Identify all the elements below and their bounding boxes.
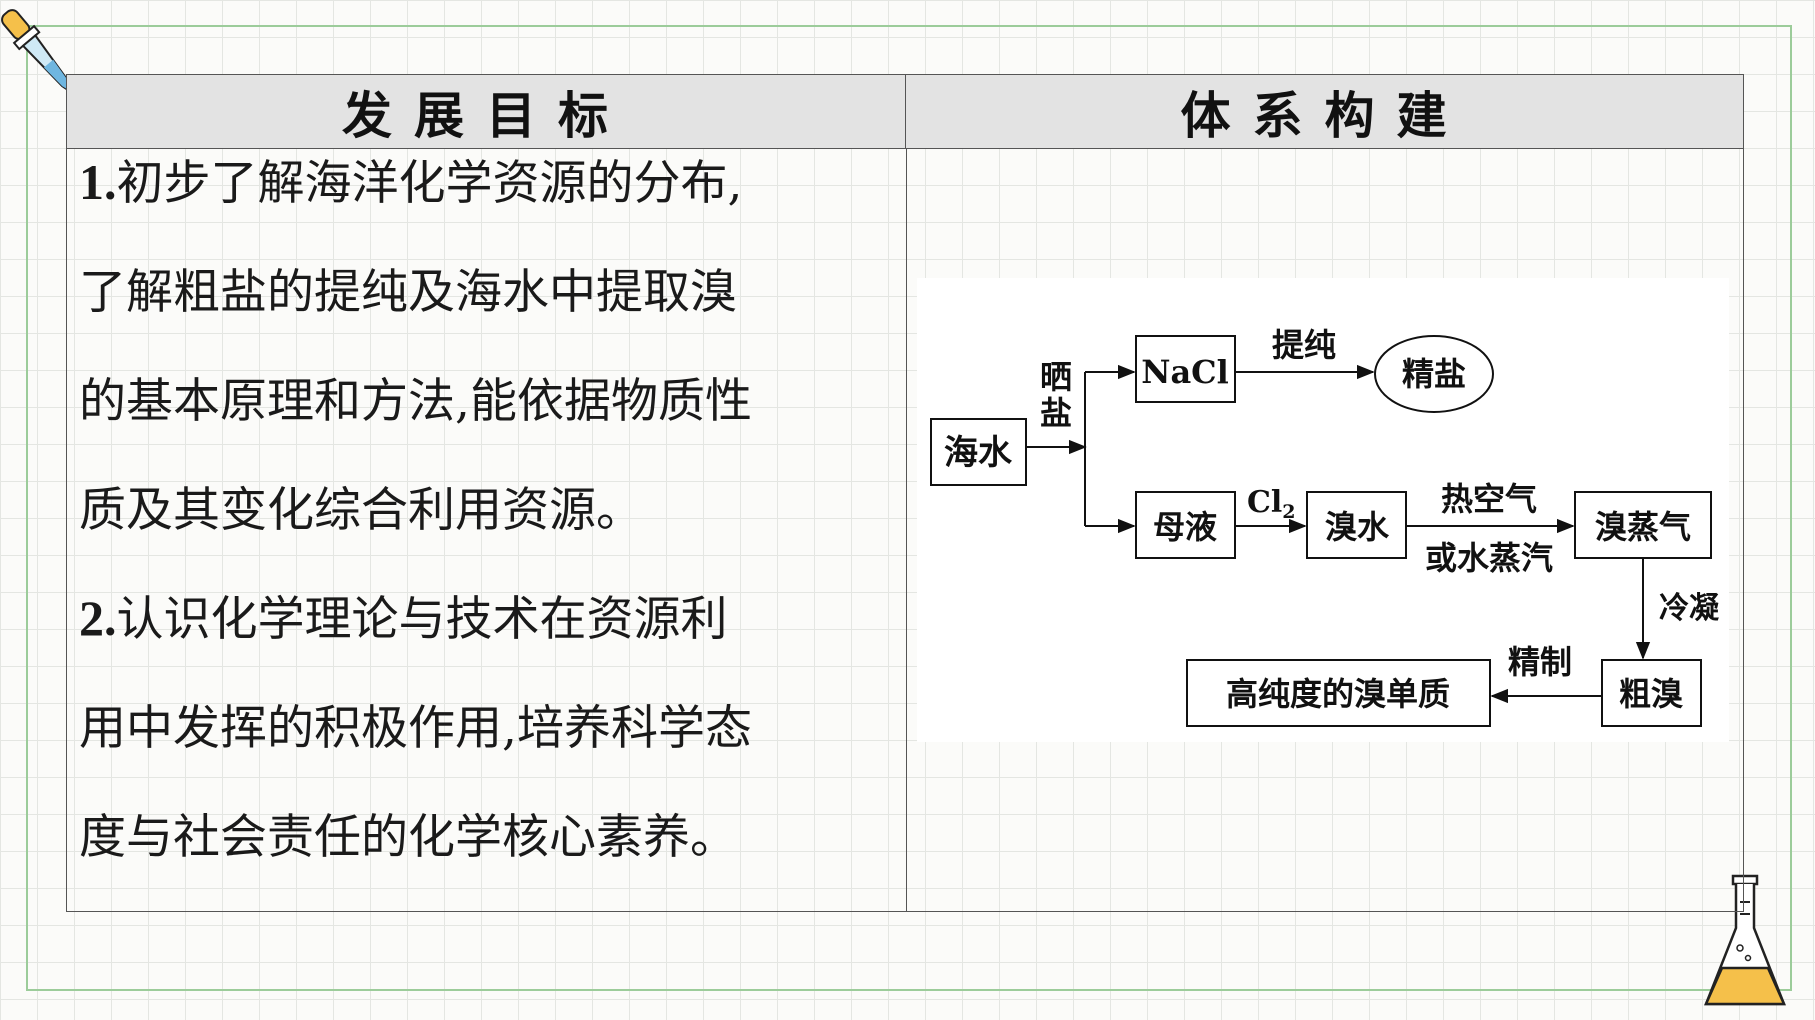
refine-label: 精制 <box>1508 643 1572 681</box>
column-divider <box>906 149 907 911</box>
bromine-water-label: 溴水 <box>1325 508 1390 546</box>
sun-dry-label-1: 晒 <box>1040 358 1072 396</box>
system-header: 体系构建 <box>906 75 1743 149</box>
goal-text: 初步了解海洋化学资源的分布, <box>116 156 743 211</box>
mother-liquor-label: 母液 <box>1153 508 1217 546</box>
chlorine-main: Cl <box>1247 485 1282 520</box>
chlorine-subscript: 2 <box>1282 501 1295 523</box>
bromine-vapor-label: 溴蒸气 <box>1595 508 1691 546</box>
goal-text: 认识化学理论与技术在资源利 <box>116 592 728 647</box>
content-table: 发展目标 体系构建 1.初步了解海洋化学资源的分布, 了解粗盐的提纯及海水中提取… <box>66 74 1744 912</box>
goal-line: 质及其变化综合利用资源。 <box>79 484 899 593</box>
goal-text: 用中发挥的积极作用,培养科学态 <box>79 701 752 756</box>
dropper-icon <box>1 9 77 98</box>
goal-line: 了解粗盐的提纯及海水中提取溴 <box>79 266 899 375</box>
goal-line: 度与社会责任的化学核心素养。 <box>79 811 899 920</box>
page-frame <box>26 25 1792 991</box>
process-diagram: 海水 晒 盐 NaCl 提纯 精盐 母液 Cl2 溴水 热空气 或水蒸汽 溴蒸气… <box>917 278 1729 742</box>
crude-bromine-label: 粗溴 <box>1619 675 1684 713</box>
pure-bromine-box <box>1186 659 1491 727</box>
chlorine-label: Cl2 <box>1247 485 1296 523</box>
goal-text: 的基本原理和方法,能依据物质性 <box>79 374 752 429</box>
flask-icon <box>1704 874 1786 1006</box>
goal-text: 了解粗盐的提纯及海水中提取溴 <box>79 265 737 320</box>
crude-bromine-box <box>1601 659 1702 727</box>
goal-text: 质及其变化综合利用资源。 <box>79 483 643 538</box>
process-diagram-svg: 海水 晒 盐 NaCl 提纯 精盐 母液 Cl2 溴水 热空气 或水蒸汽 溴蒸气… <box>930 326 1720 727</box>
goals-text: 1.初步了解海洋化学资源的分布, 了解粗盐的提纯及海水中提取溴 的基本原理和方法… <box>79 157 899 920</box>
goal-number: 2. <box>79 590 117 646</box>
steam-label: 或水蒸汽 <box>1425 539 1553 577</box>
hot-air-label: 热空气 <box>1441 480 1537 518</box>
sun-dry-label-2: 盐 <box>1040 394 1072 432</box>
pure-bromine-label: 高纯度的溴单质 <box>1226 675 1450 713</box>
condense-label: 冷凝 <box>1659 591 1720 626</box>
goal-line: 用中发挥的积极作用,培养科学态 <box>79 702 899 811</box>
nacl-box <box>1135 335 1236 403</box>
purify-label: 提纯 <box>1272 326 1336 364</box>
nacl-label: NaCl <box>1141 353 1229 391</box>
fine-salt-node <box>1374 335 1494 413</box>
seawater-box <box>930 418 1027 486</box>
goal-text: 度与社会责任的化学核心素养。 <box>79 810 737 865</box>
goal-line: 2.认识化学理论与技术在资源利 <box>79 593 899 702</box>
goal-line: 1.初步了解海洋化学资源的分布, <box>79 157 899 266</box>
goal-number: 1. <box>79 154 117 210</box>
seawater-label: 海水 <box>944 433 1013 473</box>
goal-line: 的基本原理和方法,能依据物质性 <box>79 375 899 484</box>
goals-header: 发展目标 <box>67 75 906 149</box>
fine-salt-label: 精盐 <box>1402 355 1466 393</box>
